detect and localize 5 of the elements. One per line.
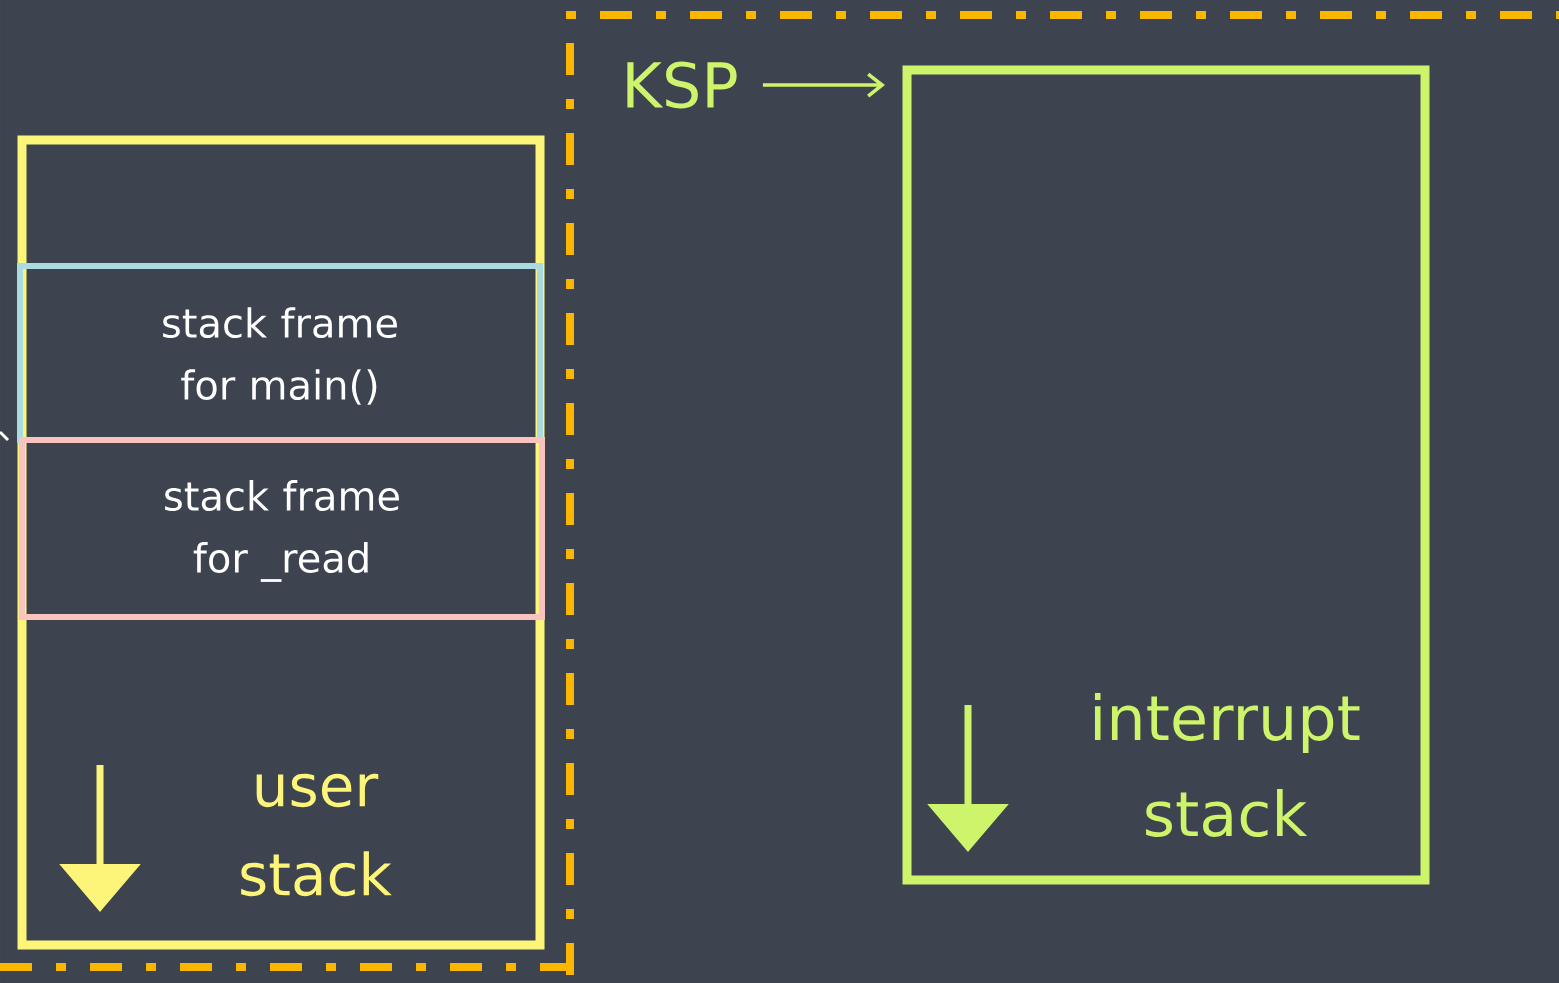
pointer-label: KSP (627, 61, 737, 109)
stack-frame-box: stack frame for _read (19, 437, 545, 620)
interrupt-stack-box: interrupt stack (902, 65, 1430, 885)
stack-frame-box: stack frame for main() (17, 263, 543, 443)
arrow (762, 72, 885, 98)
